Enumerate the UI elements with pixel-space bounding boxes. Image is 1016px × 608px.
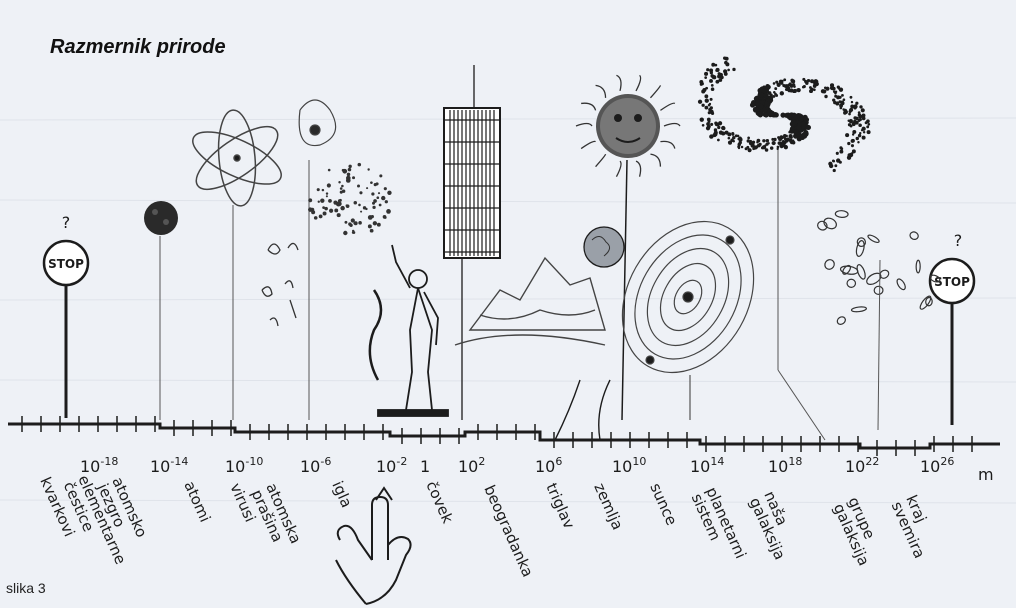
object-label-line: atomi	[180, 478, 214, 525]
tick-label: 1	[420, 457, 430, 476]
stop-sign-icon: STOP ?	[44, 213, 88, 418]
tick-exponent: 14	[710, 455, 724, 468]
particle-icon	[299, 100, 335, 420]
object-label: našagalaksija	[746, 488, 804, 562]
axis-unit: m	[978, 465, 994, 484]
tick-label: 1022	[845, 455, 879, 476]
tick-label: 106	[535, 455, 562, 476]
human-icon	[370, 245, 448, 416]
object-label: sunce	[646, 480, 680, 528]
tick-label: 10-6	[300, 455, 331, 476]
object-label-line: triglav	[542, 480, 578, 531]
object-label-line: beogradanka	[480, 482, 537, 579]
tick-base: 10	[225, 457, 245, 476]
tick-exponent: 22	[865, 455, 879, 468]
virus-icon	[262, 243, 298, 326]
atom-icon	[186, 109, 288, 420]
tick-base: 10	[768, 457, 788, 476]
tick-label: 102	[458, 455, 485, 476]
tick-label: 10-2	[376, 455, 407, 476]
tick-label: 1018	[768, 455, 802, 476]
tick-label: 10-10	[225, 455, 263, 476]
object-label-line: zemlja	[590, 480, 626, 532]
stop-sign-icon: STOP ?	[930, 231, 974, 425]
tick-exponent: 6	[555, 455, 562, 468]
object-label: atomi	[180, 478, 214, 525]
tick-label: 1014	[690, 455, 724, 476]
tick-exponent: 10	[632, 455, 646, 468]
skyscraper-icon	[444, 65, 500, 420]
earth-icon	[584, 227, 624, 267]
object-label: beogradanka	[480, 482, 537, 579]
nucleus-icon	[144, 201, 178, 420]
tick-exponent: -2	[396, 455, 407, 468]
tick-base: 10	[920, 457, 940, 476]
mountain-icon	[455, 258, 610, 440]
question-mark: ?	[954, 231, 963, 250]
object-label: čovek	[422, 478, 457, 526]
tick-exponent: 18	[788, 455, 802, 468]
tick-exponent: -10	[245, 455, 263, 468]
tick-base: 10	[376, 457, 396, 476]
tick-exponent: 26	[940, 455, 954, 468]
tick-base: 10	[300, 457, 320, 476]
tick-label: 10-18	[80, 455, 118, 476]
tick-exponent: 2	[478, 455, 485, 468]
tick-label: 1010	[612, 455, 646, 476]
object-label-line: sunce	[646, 480, 680, 528]
tick-base: 10	[612, 457, 632, 476]
tick-exponent: -14	[170, 455, 188, 468]
object-label: igla	[328, 478, 355, 510]
tick-exponent: -18	[100, 455, 118, 468]
dust-icon	[308, 163, 392, 235]
object-label: zemlja	[590, 480, 626, 532]
tick-base: 10	[845, 457, 865, 476]
galaxy-icon	[698, 56, 871, 172]
object-label: grupegalaksija	[830, 494, 888, 568]
tick-base: 10	[150, 457, 170, 476]
tick-base: 1	[420, 457, 430, 476]
stop-sign-text: STOP	[934, 275, 970, 289]
tick-base: 10	[690, 457, 710, 476]
scale-axis	[8, 416, 1000, 456]
question-mark: ?	[62, 213, 71, 232]
object-label: triglav	[542, 480, 578, 531]
tick-base: 10	[535, 457, 555, 476]
object-label-line: igla	[328, 478, 355, 510]
galaxy-cluster-icon	[816, 210, 941, 326]
tick-label: 1026	[920, 455, 954, 476]
object-label: planetarnisistem	[688, 484, 750, 568]
tick-base: 10	[458, 457, 478, 476]
tick-exponent: -6	[320, 455, 331, 468]
object-label-line: čovek	[422, 478, 457, 526]
stop-sign-text: STOP	[48, 257, 84, 271]
tick-label: 10-14	[150, 455, 188, 476]
